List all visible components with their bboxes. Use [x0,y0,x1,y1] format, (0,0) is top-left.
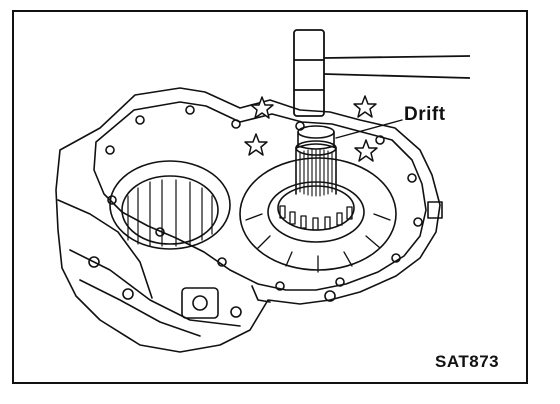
lower-rib-2 [79,279,201,337]
case-flange [93,101,427,291]
flange-bolt-holes [105,105,423,291]
shaft-splines [299,149,333,197]
diagram-frame [12,10,528,384]
case-outline [55,87,441,353]
impact-star-icon [244,95,378,162]
left-bore [109,160,231,250]
hammer-handle [323,55,471,79]
bearing-rollers [279,205,353,231]
lower-bolt [192,295,208,311]
hammer-head [293,29,325,117]
left-bore-inner [121,175,219,245]
left-web [57,199,153,299]
drift-top [297,125,335,139]
drift-leader-line [335,119,403,139]
right-boss [427,201,443,219]
figure-code: SAT873 [435,352,500,371]
hammer-icon [293,29,471,117]
bearing-fins [245,213,391,273]
lower-boss [181,287,219,319]
left-bore-splines [127,179,213,247]
right-bore [239,157,397,271]
drift-body [297,131,335,150]
lower-rib [69,249,241,327]
drift-label: Drift [404,104,446,125]
